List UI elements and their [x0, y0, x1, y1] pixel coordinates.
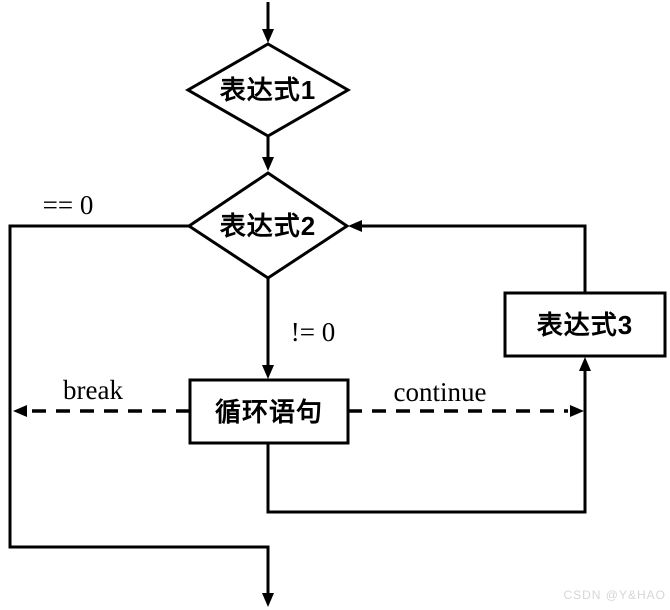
- loop-body-label: 循环语句: [215, 397, 323, 427]
- decision2-diamond: [186, 171, 350, 280]
- csdn-watermark: CSDN @Y&HAO: [563, 588, 666, 602]
- arrowhead-expr3-up-icon: [579, 357, 591, 371]
- edge-expr3-to-decision2: [360, 224, 587, 293]
- decision2-label: 表达式2: [220, 211, 316, 241]
- loop-body-rect: [188, 378, 350, 445]
- arrowhead-continue-right-icon: [570, 405, 584, 417]
- expr3-label: 表达式3: [537, 310, 633, 340]
- arrowhead-decision2-down-icon: [262, 157, 274, 171]
- neq-zero-label: != 0: [291, 317, 335, 347]
- edge-loopbody-to-expr3: [266, 369, 587, 514]
- arrowhead-entry-down-icon: [262, 29, 274, 43]
- arrowhead-break-left-icon: [13, 405, 27, 417]
- decision1-label: 表达式1: [220, 75, 316, 105]
- edge-eq-zero-exit: [8, 224, 270, 594]
- arrowhead-decision2-left-icon: [348, 220, 362, 232]
- break-label: break: [63, 375, 123, 405]
- expr3-rect: [503, 291, 667, 358]
- arrowhead-exit-down-icon: [262, 593, 274, 607]
- decision1-diamond: [184, 42, 352, 138]
- arrowhead-loopbody-down-icon: [262, 365, 274, 379]
- eq-zero-label: == 0: [43, 190, 94, 220]
- continue-label: continue: [394, 377, 487, 407]
